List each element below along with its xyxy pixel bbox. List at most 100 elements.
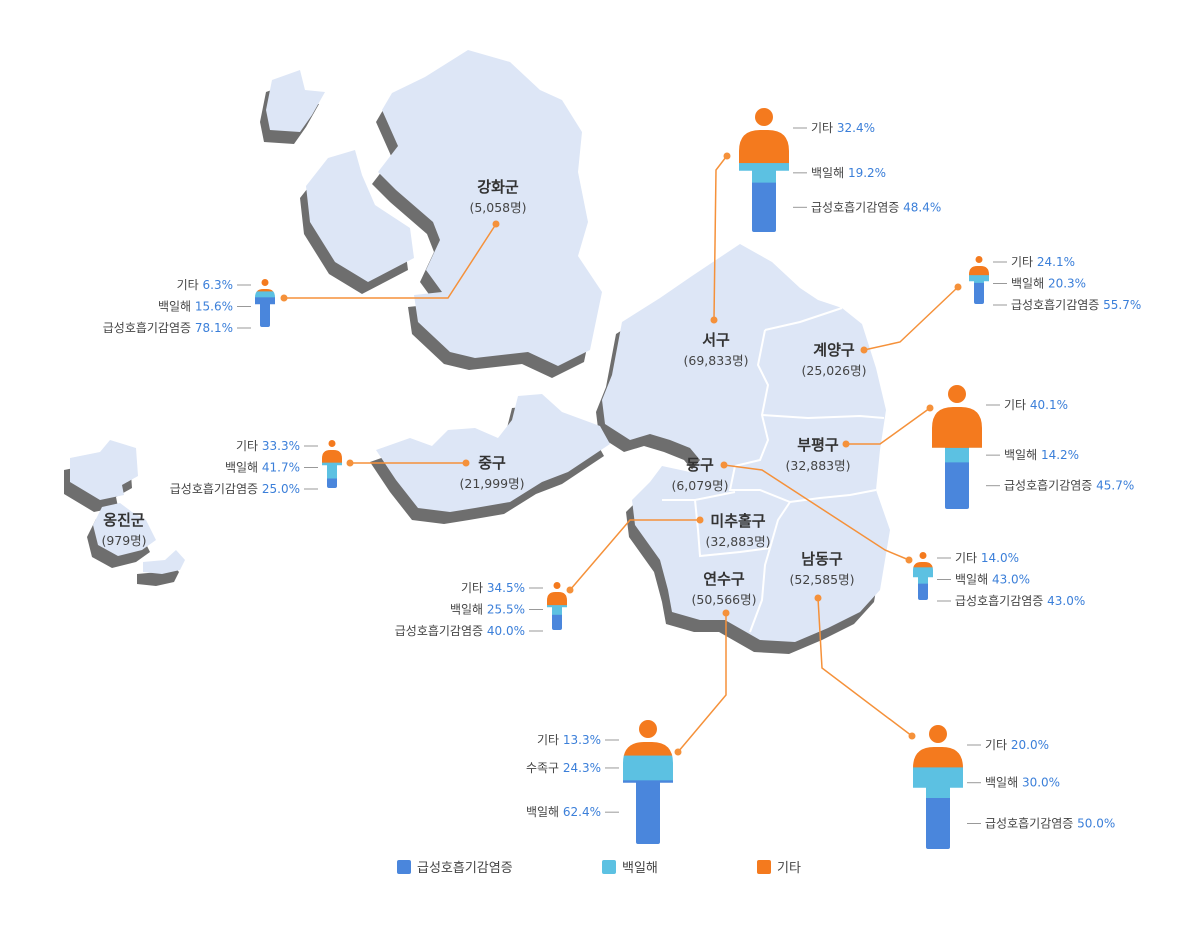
figure-label-name: 기타 xyxy=(461,581,487,595)
district-count-michuhol: (32,883명) xyxy=(706,534,771,549)
connector-dots xyxy=(280,152,962,756)
figure-label-2: 백일해 14.2% xyxy=(1004,448,1079,462)
connector-gyeyang xyxy=(863,286,959,351)
figure-label-3: 백일해 62.4% xyxy=(526,805,601,819)
region-ongjin-b xyxy=(93,503,156,556)
district-count-jung: (21,999명) xyxy=(460,476,525,491)
figure-label-1: 기타 33.3% xyxy=(236,439,300,453)
district-name-namdong: 남동구 xyxy=(801,550,843,568)
figure-label-2: 백일해 43.0% xyxy=(955,573,1030,587)
figure-label-value: 62.4% xyxy=(563,805,601,819)
figure-band-1 xyxy=(739,130,789,164)
figure-band-1 xyxy=(969,266,989,276)
figure-label-2: 백일해 30.0% xyxy=(985,776,1060,790)
person-head-icon xyxy=(261,279,269,286)
figure-label-value: 43.0% xyxy=(992,573,1030,587)
figure-label-name: 급성호흡기감염증 xyxy=(985,817,1077,831)
figure-label-name: 급성호흡기감염증 xyxy=(395,624,487,638)
legend-swatch-acute-respiratory xyxy=(397,859,411,874)
figure-label-value: 6.3% xyxy=(203,278,234,292)
person-head-icon xyxy=(948,385,966,403)
figure-band-1 xyxy=(913,562,933,568)
figure-label-name: 백일해 xyxy=(158,300,195,314)
district-name-jung: 중구 xyxy=(478,454,506,472)
figure-band-3 xyxy=(969,282,989,304)
figure-band-3 xyxy=(255,297,275,327)
person-figure-dong: 기타 14.0%백일해 43.0%급성호흡기감염증 43.0% xyxy=(913,551,1085,608)
figure-band-3 xyxy=(913,798,963,849)
figure-band-1 xyxy=(255,289,275,292)
person-figure-yeonsu: 기타 13.3% 수족구 24.3% 백일해 62.4% xyxy=(526,720,673,844)
figure-label-value: 25.5% xyxy=(487,603,525,617)
person-head-icon xyxy=(919,552,927,559)
figure-band-2 xyxy=(739,163,789,184)
figure-label-name: 기타 xyxy=(1004,398,1030,412)
district-name-ongjin: 옹진군 xyxy=(103,511,145,529)
person-head-icon xyxy=(975,256,983,263)
figure-label-3: 급성호흡기감염증 48.4% xyxy=(811,200,941,214)
figure-label-name: 기타 xyxy=(537,733,563,747)
district-name-bupyeong: 부평구 xyxy=(797,436,839,454)
figure-label-value: 43.0% xyxy=(1047,594,1085,608)
figure-band-2 xyxy=(913,767,963,799)
figure-label-value: 48.4% xyxy=(903,200,941,214)
figure-label-name: 급성호흡기감염증 xyxy=(955,594,1047,608)
region-ongjin-c xyxy=(143,550,185,574)
figure-label-value: 25.0% xyxy=(262,482,300,496)
legend-swatch-pertussis xyxy=(602,859,616,874)
connectors xyxy=(286,156,959,753)
connector-yeonsu xyxy=(677,613,727,753)
connector-seo xyxy=(713,156,727,320)
figure-label-3: 급성호흡기감염증 50.0% xyxy=(985,817,1115,831)
figure-label-value: 20.3% xyxy=(1048,277,1086,291)
connector-ganghwa xyxy=(286,223,497,299)
figure-label-value: 45.7% xyxy=(1096,479,1134,493)
figure-label-name: 급성호흡기감염증 xyxy=(170,482,262,496)
figure-band-1 xyxy=(932,407,982,449)
person-head-icon xyxy=(553,582,561,589)
figure-label-1: 기타 40.1% xyxy=(1004,398,1068,412)
legend: 급성호흡기감염증 백일해 기타 xyxy=(0,857,1200,877)
region-jung xyxy=(376,394,610,512)
figure-label-value: 55.7% xyxy=(1103,298,1141,312)
figure-band-3 xyxy=(322,478,342,488)
district-count-ganghwa: (5,058명) xyxy=(469,200,526,215)
figure-band-2 xyxy=(623,755,673,781)
figure-label-1: 기타 32.4% xyxy=(811,121,875,135)
figure-label-name: 급성호흡기감염증 xyxy=(1011,298,1103,312)
person-head-icon xyxy=(929,725,947,743)
figure-label-value: 13.3% xyxy=(563,733,601,747)
figure-band-3 xyxy=(739,182,789,232)
connector-namdong xyxy=(817,597,913,737)
figure-band-2 xyxy=(969,275,989,284)
person-figure-namdong: 기타 20.0%백일해 30.0%급성호흡기감염증 50.0% xyxy=(913,725,1115,849)
district-count-ongjin: (979명) xyxy=(101,533,146,548)
figure-label-value: 50.0% xyxy=(1077,817,1115,831)
district-name-yeonsu: 연수구 xyxy=(703,570,745,588)
island-north-small xyxy=(266,70,325,132)
person-figure-bupyeong: 기타 40.1%백일해 14.2%급성호흡기감염증 45.7% xyxy=(932,385,1134,509)
figure-label-name: 기타 xyxy=(1011,255,1037,269)
figure-label-name: 백일해 xyxy=(1004,448,1041,462)
figure-band-2 xyxy=(322,462,342,480)
figure-label-2: 백일해 15.6% xyxy=(158,300,233,314)
figure-label-value: 14.0% xyxy=(981,551,1019,565)
figure-label-3: 급성호흡기감염증 55.7% xyxy=(1011,298,1141,312)
person-figure-ganghwa: 기타 6.3%백일해 15.6%급성호흡기감염증 78.1% xyxy=(103,278,275,335)
person-figure-gyeyang: 기타 24.1%백일해 20.3%급성호흡기감염증 55.7% xyxy=(969,255,1141,312)
figure-label-name: 백일해 xyxy=(955,573,992,587)
legend-label: 기타 xyxy=(777,861,801,876)
figure-label-2: 수족구 24.3% xyxy=(526,761,601,775)
figure-band-1 xyxy=(322,450,342,464)
figure-label-3: 급성호흡기감염증 25.0% xyxy=(170,482,300,496)
person-figure-seo: 기타 32.4%백일해 19.2%급성호흡기감염증 48.4% xyxy=(739,108,941,232)
legend-label: 급성호흡기감염증 xyxy=(417,861,513,876)
figure-label-value: 24.3% xyxy=(563,761,601,775)
legend-item-other: 기타 xyxy=(757,857,801,876)
figure-label-name: 기타 xyxy=(811,121,837,135)
district-borders xyxy=(662,307,885,633)
district-count-yeonsu: (50,566명) xyxy=(692,592,757,607)
figure-label-3: 급성호흡기감염증 43.0% xyxy=(955,594,1085,608)
